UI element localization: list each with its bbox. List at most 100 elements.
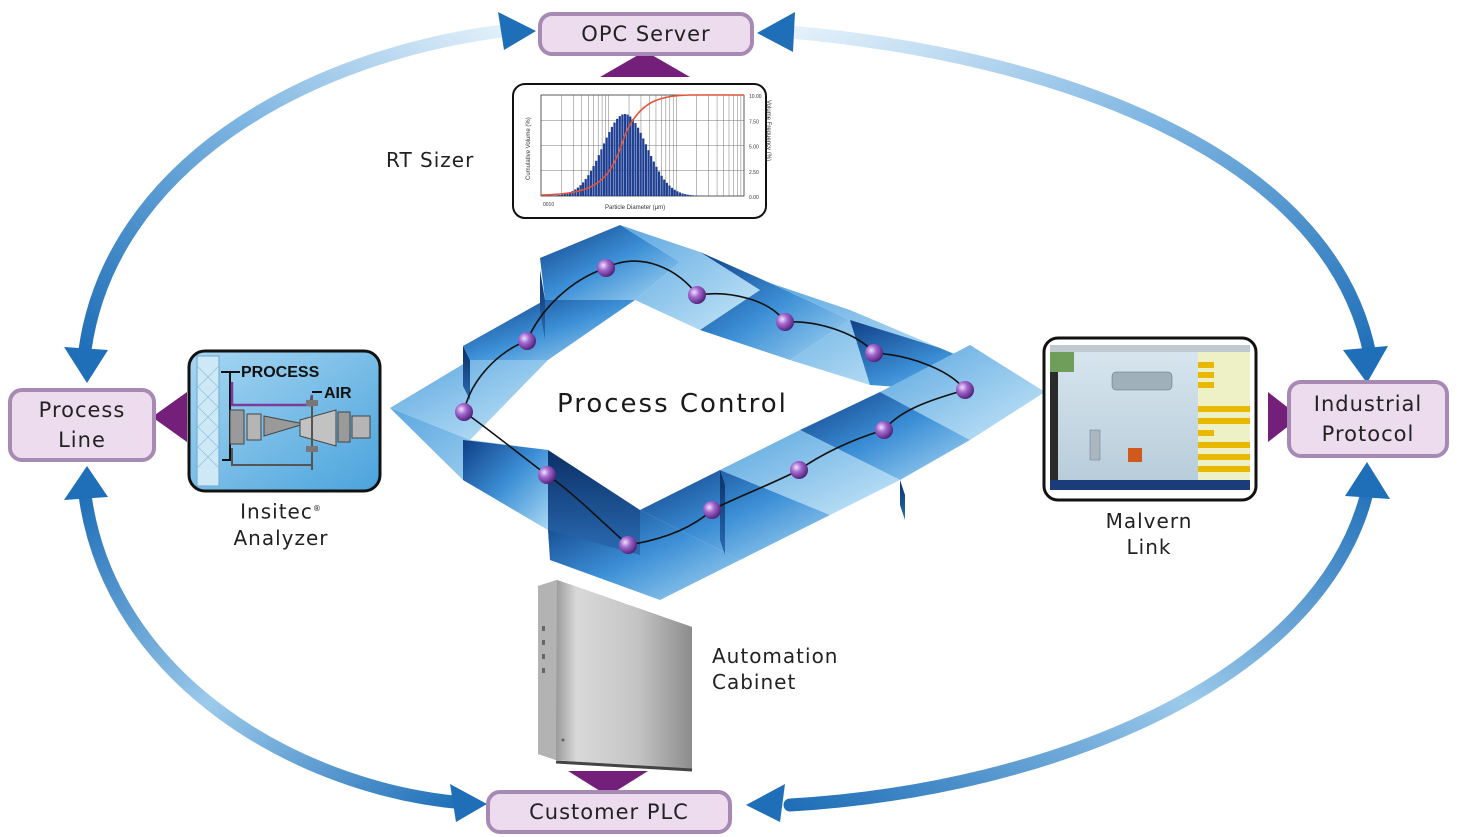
rt-histogram-bar (592, 166, 595, 196)
arrowhead-into-protocol-top (1343, 346, 1388, 383)
rt-histogram-bar (563, 194, 566, 196)
purple-arrowhead-cabinet-to-plc (568, 771, 648, 796)
rt-histogram-bar (670, 187, 674, 196)
rt-histogram-bar (676, 191, 679, 196)
connector-sphere (956, 381, 974, 399)
rt-right-tick-label: 2.50 (749, 170, 759, 176)
rt-histogram-bar (655, 166, 658, 196)
rt-sizer-chart: Cumulative Volume (%) Volume Frequency (… (512, 83, 771, 219)
rt-histogram-bar (639, 132, 642, 196)
rt-histogram-bar (600, 149, 603, 196)
cumulative-curve (540, 94, 744, 196)
rt-right-tick-label: 0.00 (749, 195, 759, 201)
rt-histogram-bar (634, 123, 637, 196)
rt-histogram-bar (555, 195, 559, 196)
rt-histogram-bar (660, 175, 663, 196)
purple-arrowhead-insitec-to-line (152, 392, 187, 442)
process-line-label-2: Line (58, 428, 106, 452)
arrowhead-into-process-line-top (64, 347, 108, 383)
connector-sphere (619, 536, 637, 554)
connector-sphere (703, 501, 721, 519)
rt-histogram-bar (602, 143, 606, 196)
purple-arrowhead-malvern-to-protocol (1268, 392, 1300, 442)
rt-histogram-bar (665, 182, 668, 196)
rt-sizer-label: RT Sizer (386, 148, 475, 172)
rt-histogram-bar (584, 179, 587, 196)
connector-sphere (865, 344, 883, 362)
automation-cabinet-label: Automation Cabinet (712, 643, 838, 695)
rt-histogram-bar (691, 195, 695, 196)
process-line-node: Process Line (8, 388, 156, 462)
rt-histogram-bar (589, 170, 593, 196)
automation-cabinet-graphic (538, 580, 693, 772)
connector-sphere (597, 259, 615, 277)
analyzer-process-label: PROCESS (241, 364, 320, 381)
rt-right-tick-label: 7.50 (749, 119, 759, 125)
arrowhead-into-opc-right (757, 12, 795, 52)
rt-histogram-bar (684, 194, 687, 196)
rt-x-left-tick: 0010 (543, 202, 554, 208)
connector-sphere (688, 286, 706, 304)
process-control-ring (390, 225, 1045, 600)
rt-histogram-bar (574, 189, 577, 196)
arrowhead-into-plc-left (450, 784, 487, 822)
connector-sphere (875, 421, 893, 439)
arc-industrial-protocol-to-plc (783, 473, 1377, 812)
rt-histogram-bar (621, 114, 624, 196)
rt-histogram-bar (678, 192, 682, 196)
rt-histogram-bar (568, 192, 572, 196)
malvern-word: Malvern (1105, 509, 1193, 533)
connector-sphere (538, 466, 556, 484)
rt-histogram-bar (681, 193, 684, 196)
rt-histogram-bar (571, 191, 574, 196)
rt-histogram-bar (608, 132, 611, 196)
analyzer-air-label: AIR (324, 385, 352, 402)
rt-ylabel-right: Volume Frequency (%) (765, 100, 771, 161)
rt-histogram-bar (587, 175, 590, 196)
rt-histogram-bar (561, 194, 564, 196)
industrial-protocol-label-1: Industrial (1313, 392, 1423, 416)
rt-right-tick-label: 5.00 (749, 145, 759, 151)
process-control-title: Process Control (557, 389, 788, 419)
rt-histogram-bar (623, 114, 627, 196)
connector-sphere (790, 461, 808, 479)
rt-histogram-bar (644, 144, 648, 196)
cycle-arrows (64, 12, 1390, 822)
rt-histogram-bar (650, 156, 653, 196)
opc-server-node: OPC Server (538, 12, 754, 56)
rt-ylabel-left: Cumulative Volume (%) (526, 117, 532, 180)
arrowhead-into-process-line-bottom (64, 466, 108, 500)
rt-histogram-bar (668, 185, 671, 196)
rt-histogram-bar (689, 195, 692, 196)
rt-histogram-bar (566, 193, 569, 196)
rt-histogram-bar (663, 179, 666, 196)
arc-opc-to-process-line (78, 23, 517, 357)
rt-histogram-bar (631, 119, 634, 196)
automation-word: Automation (712, 644, 839, 668)
industrial-protocol-node: Industrial Protocol (1287, 380, 1449, 458)
rt-histogram-bar (629, 116, 632, 196)
rt-histogram-bar (636, 127, 640, 196)
rt-histogram-bar (657, 171, 661, 196)
rt-xlabel: Particle Diameter (µm) (605, 205, 665, 211)
rt-histogram-bar (618, 116, 621, 196)
rt-histogram-bar (647, 150, 650, 196)
industrial-protocol-label-2: Protocol (1321, 422, 1415, 446)
rt-histogram-bar (652, 161, 655, 196)
arc-process-line-to-plc (78, 488, 472, 810)
connector-sphere (518, 332, 536, 350)
rt-histogram-bar (613, 122, 616, 196)
rt-histogram-bar (605, 137, 608, 196)
insitec-name: Insitec (240, 499, 313, 524)
arrowhead-into-plc-right (746, 784, 785, 822)
rt-histogram-bar (673, 189, 676, 196)
rt-histogram-bar (558, 194, 561, 196)
insitec-analyzer-graphic: PROCESS AIR (187, 349, 382, 493)
rt-histogram-bar (686, 194, 689, 196)
purple-arrowhead-rt-to-opc (600, 51, 690, 77)
arrowhead-into-protocol-bottom (1345, 462, 1390, 499)
registered-mark: ® (312, 504, 322, 513)
customer-plc-label: Customer PLC (529, 800, 689, 824)
malvern-link-screenshot (1042, 336, 1258, 502)
rt-histogram-bar (626, 114, 629, 196)
